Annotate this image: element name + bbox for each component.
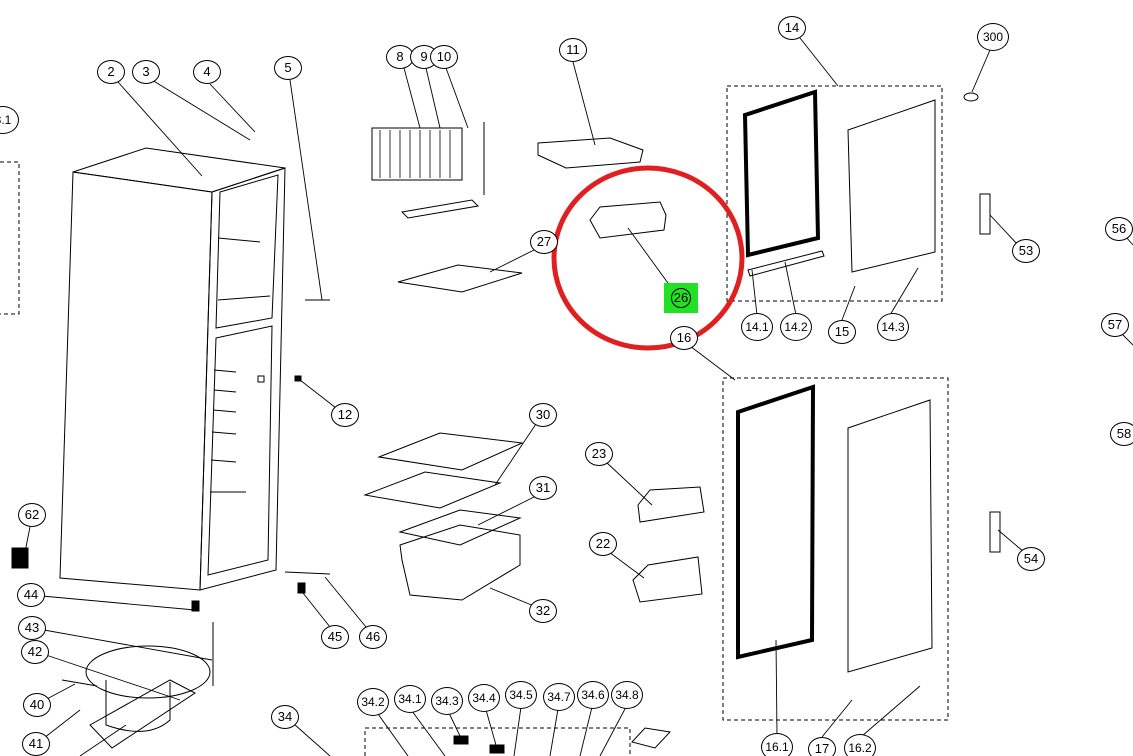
small-parts bbox=[191, 375, 505, 754]
part-label-34-1: 34.1 bbox=[394, 685, 426, 713]
part-label-32: 32 bbox=[529, 599, 557, 623]
part-label-17: 17 bbox=[808, 737, 836, 756]
part-label-12: 12 bbox=[331, 403, 359, 427]
part-label-26: 26 bbox=[664, 283, 698, 313]
part-label-34-2: 34.2 bbox=[357, 688, 389, 716]
part-label-14-3: 14.3 bbox=[877, 313, 909, 341]
part-label-14-1: 14.1 bbox=[741, 313, 773, 341]
part-label-10: 10 bbox=[430, 45, 458, 69]
shelves bbox=[363, 137, 705, 603]
doors bbox=[736, 89, 1001, 673]
part-label-15: 15 bbox=[828, 320, 856, 344]
part-label-14-2: 14.2 bbox=[780, 313, 812, 341]
part-label-56: 56 bbox=[1105, 217, 1133, 241]
part-label-62: 62 bbox=[18, 503, 46, 527]
part-label-300: 300 bbox=[977, 23, 1009, 51]
part-label-2: 2 bbox=[97, 60, 125, 84]
part-label-34-8: 34.8 bbox=[611, 681, 643, 709]
part-label-58: 58 bbox=[1110, 422, 1133, 446]
part-label-27: 27 bbox=[530, 230, 558, 254]
fridge-cabinet bbox=[59, 147, 286, 591]
part-label-16-2: 16.2 bbox=[844, 734, 876, 756]
part-label-46: 46 bbox=[359, 625, 387, 649]
part-label-44: 44 bbox=[17, 583, 45, 607]
part-label-11: 11 bbox=[559, 38, 587, 62]
group-boxes bbox=[0, 85, 949, 756]
highlight-callout-circle bbox=[551, 165, 745, 351]
part-label-42: 42 bbox=[21, 640, 49, 664]
leader-lines bbox=[24, 37, 1133, 756]
part-label-23: 23 bbox=[585, 442, 613, 466]
part-label-34-7: 34.7 bbox=[543, 683, 575, 711]
part-label-34-3: 34.3 bbox=[431, 687, 463, 715]
part-label-3: 3 bbox=[132, 60, 160, 84]
evaporator bbox=[371, 122, 485, 219]
part-label-34-4: 34.4 bbox=[468, 684, 500, 712]
part-label-41: 41 bbox=[22, 732, 50, 756]
part-label-57: 57 bbox=[1101, 313, 1129, 337]
part-label-5: 5 bbox=[274, 56, 302, 80]
part-label-16-1: 16.1 bbox=[761, 733, 793, 756]
part-label-40: 40 bbox=[23, 693, 51, 717]
part-label-14: 14 bbox=[778, 16, 806, 40]
part-label-34-6: 34.6 bbox=[577, 681, 609, 709]
part-label-43: 43 bbox=[18, 616, 46, 640]
part-label-8: 8 bbox=[386, 45, 414, 69]
highlighted-part-number: 26 bbox=[671, 288, 691, 308]
part-label-4: 4 bbox=[193, 60, 221, 84]
part-label-53: 53 bbox=[1012, 239, 1040, 263]
part-label-34: 34 bbox=[271, 705, 299, 729]
part-label-30: 30 bbox=[529, 403, 557, 427]
part-34-8 bbox=[631, 727, 672, 749]
part-label-16: 16 bbox=[670, 326, 698, 350]
part-label-45: 45 bbox=[321, 625, 349, 649]
part-label-31: 31 bbox=[529, 476, 557, 500]
part-label-34-5: 34.5 bbox=[505, 681, 537, 709]
part-label-22: 22 bbox=[589, 532, 617, 556]
part-label-54: 54 bbox=[1017, 547, 1045, 571]
compressor bbox=[11, 547, 214, 749]
